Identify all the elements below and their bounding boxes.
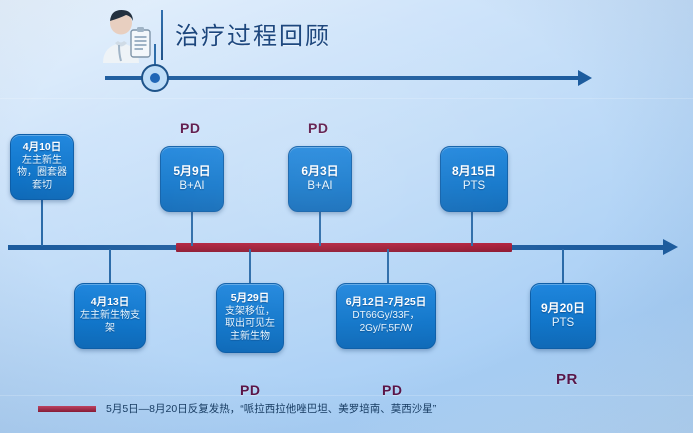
tag-bottom-2: PD xyxy=(382,382,403,398)
event-date: 4月13日 xyxy=(90,296,130,309)
event-node-bottom-3[interactable]: 9月20日 PTS xyxy=(530,283,596,349)
event-node-top-3[interactable]: 8月15日 PTS xyxy=(440,146,508,212)
stem-bottom-0 xyxy=(109,249,111,283)
tag-top-1: PD xyxy=(180,120,201,136)
stem-top-0 xyxy=(41,198,43,246)
slide-header: 治疗过程回顾 xyxy=(95,6,615,64)
event-date: 4月10日 xyxy=(22,141,62,154)
tag-bottom-3: PR xyxy=(556,371,578,388)
event-date: 8月15日 xyxy=(451,163,497,178)
event-date: 9月20日 xyxy=(540,300,586,315)
event-node-bottom-2[interactable]: 6月12日-7月25日 DT66Gy/33F，2Gy/F,5F/W xyxy=(336,283,436,349)
event-detail: B+AI xyxy=(307,180,333,193)
legend-color-swatch xyxy=(38,405,96,412)
stem-bottom-2 xyxy=(387,249,389,283)
event-detail: B+AI xyxy=(179,180,205,193)
scanline-artifact xyxy=(0,395,693,396)
event-node-bottom-0[interactable]: 4月13日 左主新生物支架 xyxy=(74,283,146,349)
event-detail: PTS xyxy=(462,180,486,193)
title-divider xyxy=(161,10,163,60)
event-node-bottom-1[interactable]: 5月29日 支架移位，取出可见左主新生物 xyxy=(216,283,284,353)
top-marker-stem xyxy=(154,44,156,66)
stem-top-2 xyxy=(319,212,321,246)
event-date: 5月9日 xyxy=(173,163,211,178)
event-date: 5月29日 xyxy=(230,292,270,305)
event-node-top-2[interactable]: 6月3日 B+AI xyxy=(288,146,352,212)
event-detail: PTS xyxy=(551,317,575,330)
top-progress-arrow-head xyxy=(578,70,592,86)
timeline-axis-arrow-head xyxy=(663,239,678,255)
doctor-clipboard-icon xyxy=(95,8,157,64)
event-detail: 支架移位，取出可见左主新生物 xyxy=(225,305,275,343)
stem-bottom-1 xyxy=(249,249,251,283)
event-node-top-0[interactable]: 4月10日 左主新生物，圈套器套切 xyxy=(10,134,74,200)
tag-top-2: PD xyxy=(308,120,329,136)
event-detail: 左主新生物，圈套器套切 xyxy=(17,154,67,192)
scanline-artifact xyxy=(0,98,693,99)
event-detail: DT66Gy/33F，2Gy/F,5F/W xyxy=(352,309,420,334)
event-date: 6月12日-7月25日 xyxy=(345,296,427,309)
fever-period-bar xyxy=(176,243,512,252)
top-progress-marker-icon xyxy=(141,64,169,92)
stem-top-1 xyxy=(191,212,193,246)
legend-label: 5月5日—8月20日反复发热，“哌拉西拉他唑巴坦、美罗培南、莫西沙星” xyxy=(106,403,437,415)
tag-bottom-1: PD xyxy=(240,382,261,398)
legend: 5月5日—8月20日反复发热，“哌拉西拉他唑巴坦、美罗培南、莫西沙星” xyxy=(38,401,436,416)
stem-top-3 xyxy=(471,212,473,246)
event-date: 6月3日 xyxy=(301,163,339,178)
event-detail: 左主新生物支架 xyxy=(80,309,140,334)
page-title: 治疗过程回顾 xyxy=(175,23,331,50)
stem-bottom-3 xyxy=(562,249,564,283)
top-progress-arrow-line xyxy=(105,76,585,80)
event-node-top-1[interactable]: 5月9日 B+AI xyxy=(160,146,224,212)
